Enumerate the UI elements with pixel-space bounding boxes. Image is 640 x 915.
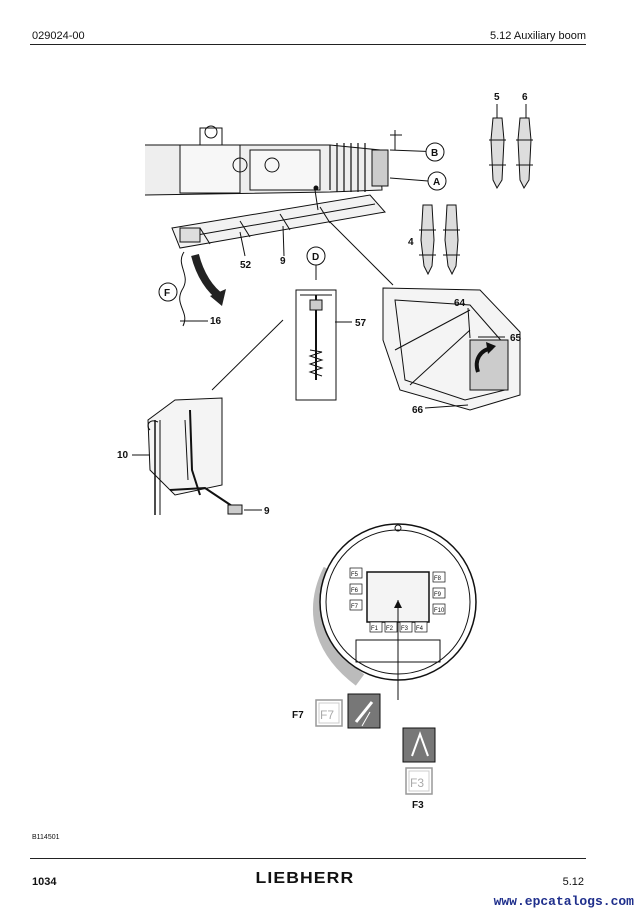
callout-65: 65 xyxy=(510,333,522,344)
detail-d-drawing xyxy=(295,289,337,401)
watermark: www.epcatalogs.com xyxy=(493,894,634,909)
f3-key-label: F3 xyxy=(410,776,424,790)
pad-key-f9: F9 xyxy=(434,592,442,598)
pad-key-f2: F2 xyxy=(386,626,394,632)
callout-f3: F3 xyxy=(412,800,424,811)
rope-16 xyxy=(179,251,186,327)
pad-key-f8: F8 xyxy=(434,576,442,582)
callout-10: 10 xyxy=(117,450,129,461)
pin-5-6-drawing xyxy=(489,117,533,190)
callout-64: 64 xyxy=(454,298,466,309)
callout-d: D xyxy=(312,252,319,263)
callout-9-top: 9 xyxy=(280,256,286,267)
callout-9-bottom: 9 xyxy=(264,506,270,517)
figure-reference: B114501 xyxy=(32,834,60,841)
pad-key-f10: F10 xyxy=(434,608,445,614)
control-display-drawing xyxy=(313,523,477,700)
pin-4-drawing xyxy=(419,204,460,276)
pad-key-f4: F4 xyxy=(416,626,424,632)
callout-a: A xyxy=(433,177,440,188)
fold-arrow xyxy=(191,253,225,302)
document-number: 029024-00 xyxy=(32,30,85,42)
callout-66: 66 xyxy=(412,405,424,416)
pad-key-f6: F6 xyxy=(351,588,359,594)
callout-6: 6 xyxy=(522,92,528,103)
f3-key: F3 xyxy=(405,767,433,795)
f7-key-label: F7 xyxy=(320,708,334,722)
callout-57: 57 xyxy=(355,318,367,329)
boom-raise-icon xyxy=(402,727,436,763)
callout-f7: F7 xyxy=(292,710,304,721)
header-rule xyxy=(30,44,586,45)
page-number: 1034 xyxy=(32,876,57,888)
f7-key: F7 xyxy=(315,699,343,727)
callout-4: 4 xyxy=(408,237,414,248)
callout-f: F xyxy=(164,288,170,299)
footer-rule xyxy=(30,858,586,859)
footer-section: 5.12 xyxy=(562,876,584,888)
callout-5: 5 xyxy=(494,92,500,103)
callout-b: B xyxy=(431,148,438,159)
main-boom-drawing xyxy=(144,125,402,196)
pad-key-f5: F5 xyxy=(351,572,359,578)
boom-lower-icon xyxy=(347,693,381,729)
lower-detail-drawing xyxy=(132,397,262,515)
auxiliary-boom-drawing xyxy=(171,185,386,249)
detail-head-drawing xyxy=(382,287,521,411)
liebherr-logo: LIEBHERR xyxy=(255,870,355,887)
pad-key-f1: F1 xyxy=(371,626,379,632)
callout-52: 52 xyxy=(240,260,252,271)
pad-key-f7: F7 xyxy=(351,604,359,610)
callout-16: 16 xyxy=(210,316,222,327)
section-title: 5.12 Auxiliary boom xyxy=(490,30,586,42)
pad-key-f3: F3 xyxy=(401,626,409,632)
